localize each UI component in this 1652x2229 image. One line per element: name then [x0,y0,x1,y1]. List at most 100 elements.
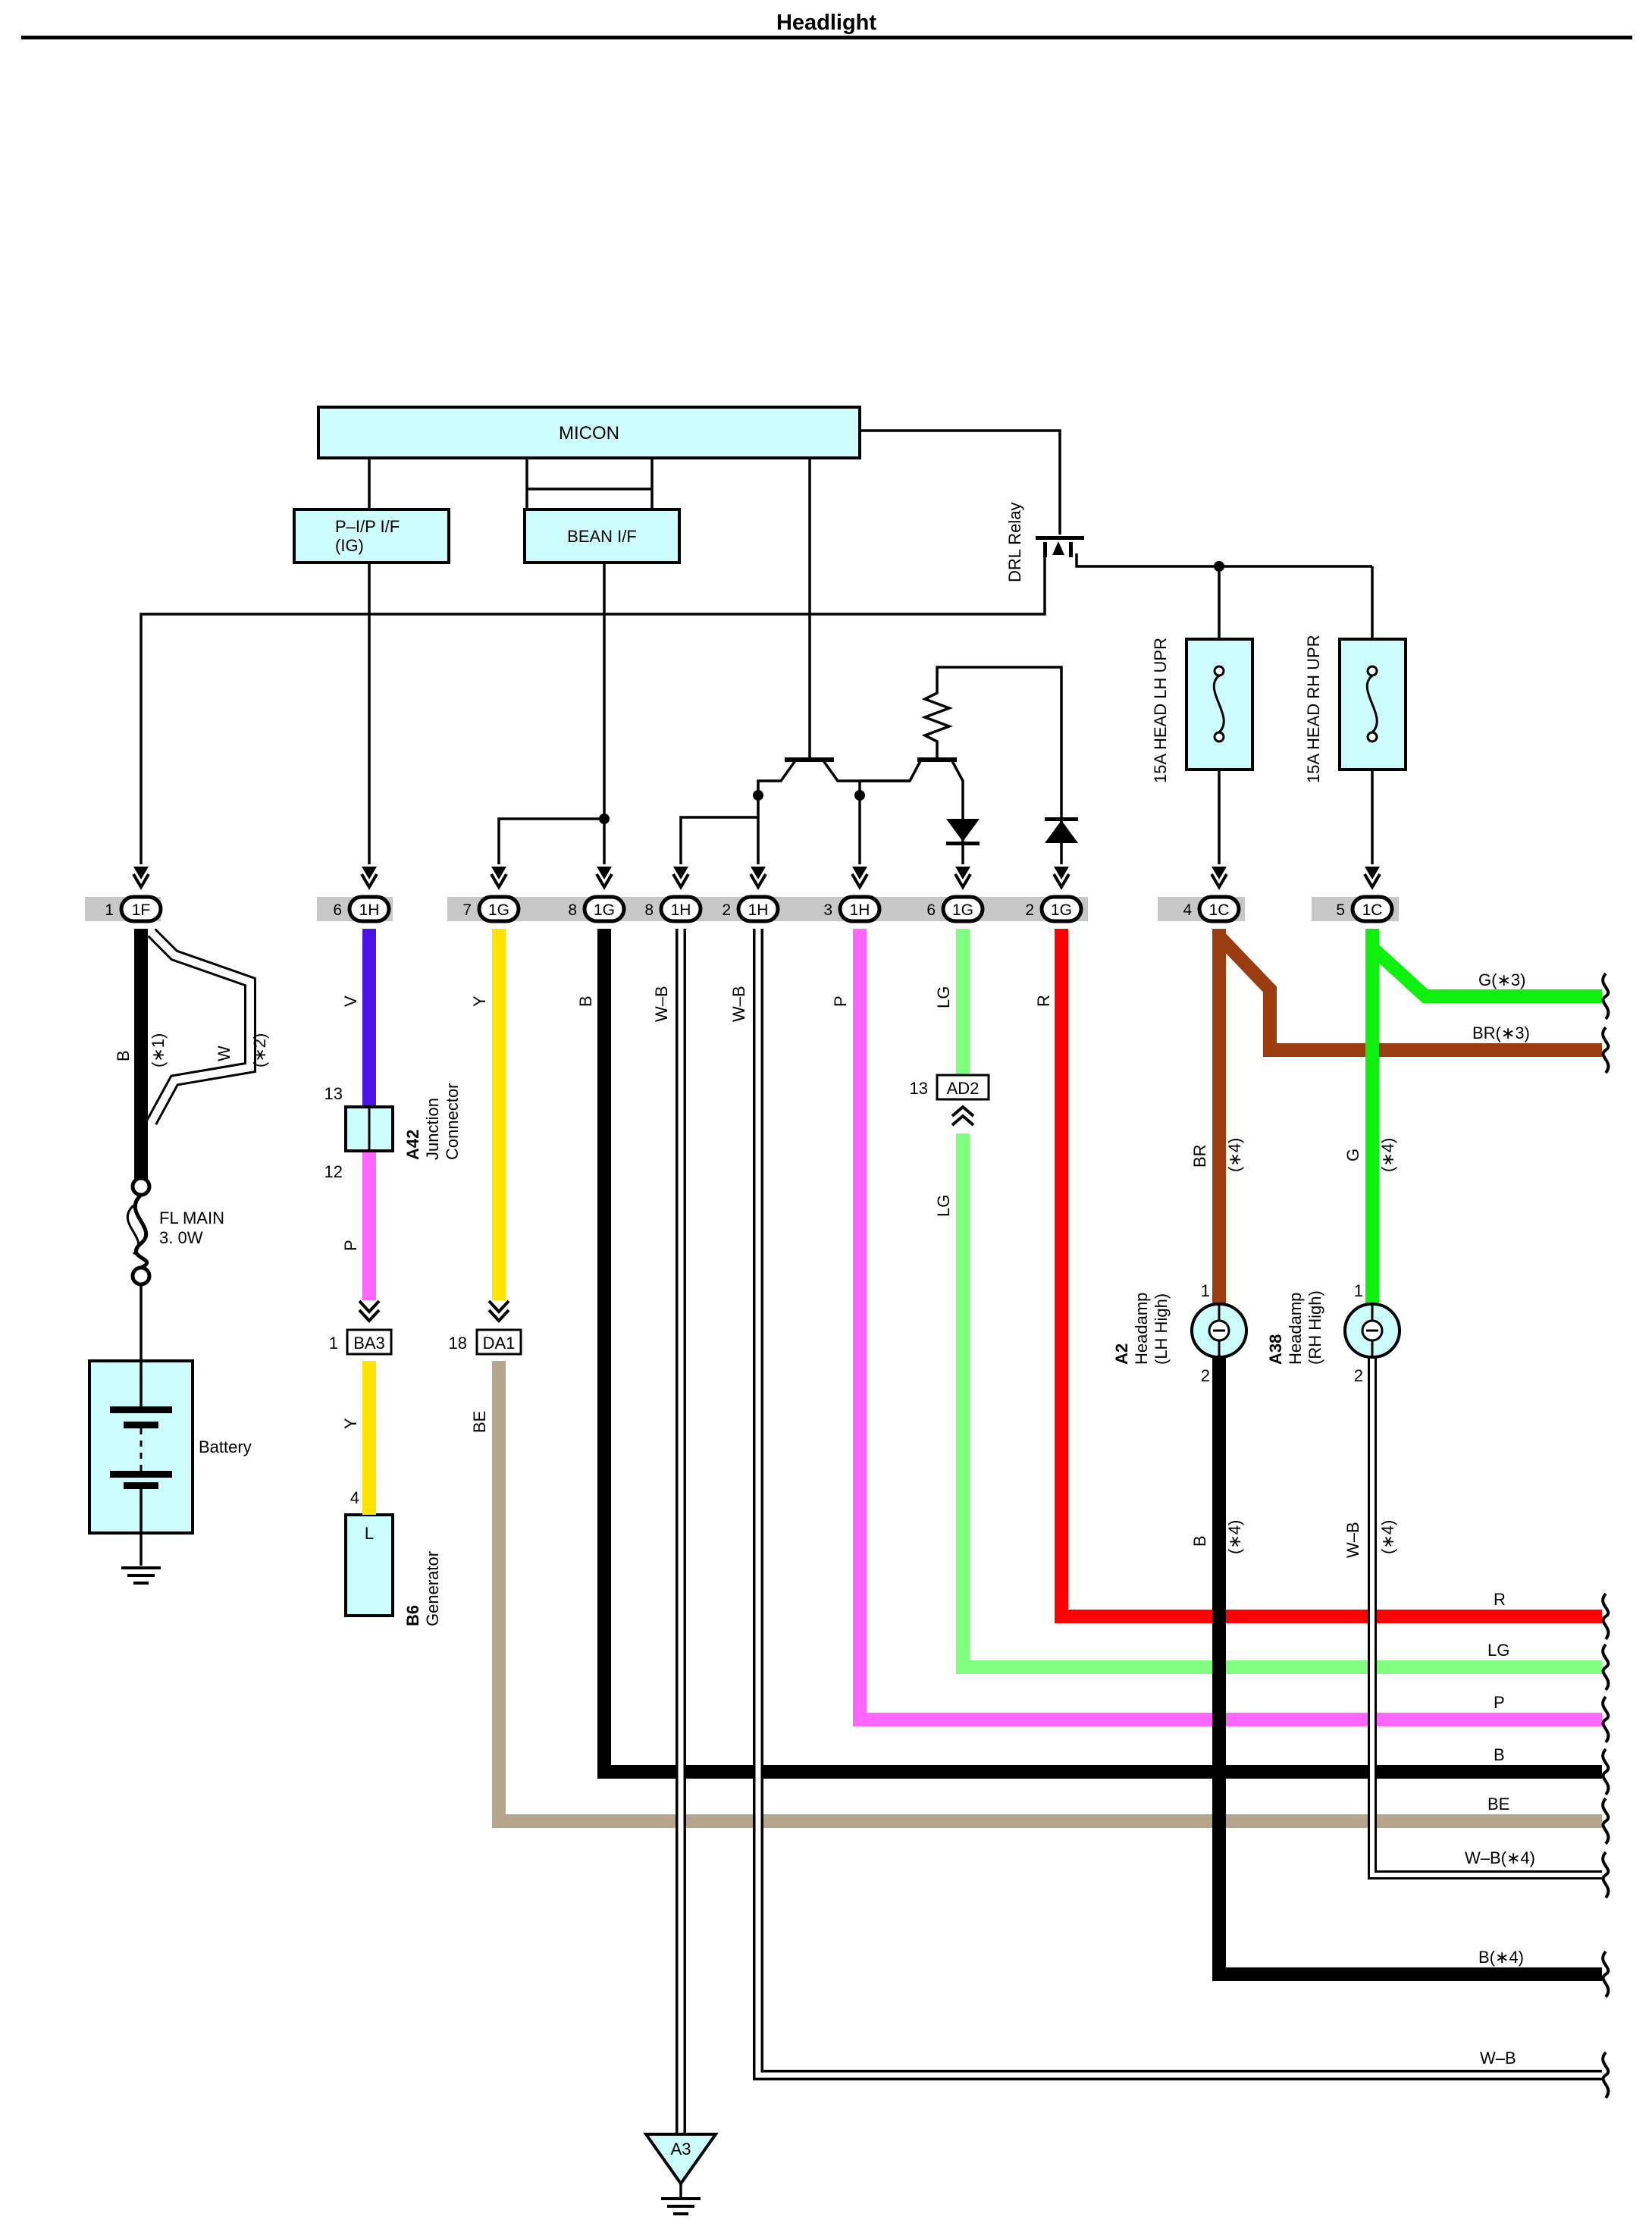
right-label-br3: BR(∗3) [1472,1024,1530,1042]
fuse-rh [1338,638,1407,771]
rh-line2: (RH High) [1306,1290,1324,1365]
lh-code: A2 [1112,1343,1131,1365]
wire-label-wb2: W–B [729,986,748,1022]
wire-label-lg: LG [934,986,953,1008]
connector-1g-pin-7: 1G 7 [462,867,521,923]
generator-terminal: L [365,1524,374,1543]
wire-break-squiggle [1601,2051,1610,2099]
colored-wires [134,928,1602,2134]
connector-id-label: 1C [1209,901,1230,919]
generator-name: Generator [423,1551,442,1626]
inline-connector-da1 [475,1299,522,1356]
wire-label-wb4: W–B [1343,1522,1362,1558]
pip-if-module [293,508,450,564]
lh-line1: Headamp [1132,1293,1151,1365]
connector-pin-label: 7 [462,901,472,919]
a42-line2: Connector [443,1083,462,1160]
connector-id-label: 1F [132,901,151,919]
title-rule [21,36,1632,39]
connector-pin-label: 8 [644,901,654,919]
wire-label-b: B [114,1050,133,1061]
pip-if-label-2: (IG) [335,536,364,555]
connector-1f-pin-1: 1F1 [105,867,163,923]
a42-code: A42 [403,1130,422,1160]
wire-label-w: W [215,1046,234,1061]
wire-label-lg2: LG [934,1195,953,1217]
ba3-label: BA3 [353,1334,385,1353]
connector-1h-pin-2: 1H2 [722,867,780,923]
connector-id-label: 1C [1362,901,1383,919]
connector-1c-pin-5: 1C 5 [1336,867,1394,923]
connector-pin-label: 6 [333,901,342,919]
inline-connector-ba3 [346,1299,393,1356]
rh-line1: Headamp [1286,1293,1305,1365]
fuse-rh-label: 15A HEAD RH UPR [1304,635,1323,783]
wire-label-wb4s: (∗4) [1378,1520,1397,1554]
connector-pin-label: 5 [1336,901,1345,919]
fuse-lh-label: 15A HEAD LH UPR [1151,638,1170,783]
connector-pin-label: 2 [1025,901,1034,919]
lh-pin1: 1 [1201,1281,1210,1300]
wire-label-y: Y [341,1418,360,1429]
battery [88,1359,194,1535]
headlamp-rh-a38 [1343,1303,1401,1359]
bean-if-label: BEAN I/F [567,527,637,546]
wire-break-squiggle [1601,1026,1610,1074]
wire-break-squiggle [1601,1950,1610,1999]
connector-pin-label: 6 [926,901,936,919]
right-label-b: B [1494,1745,1505,1764]
ground-a3-label: A3 [671,2140,691,2158]
connector-id-label: 1G [488,901,509,919]
wire-break-squiggle [1601,1851,1610,1899]
pip-if-label-1: P–I/P I/F [335,517,400,536]
right-label-wb: W–B [1480,2049,1516,2068]
right-label-b4: B(∗4) [1478,1948,1524,1967]
wire-label-r: R [1034,995,1053,1007]
connector-pin-label: 3 [823,901,832,919]
fl-main-fusible-link [126,1176,152,1287]
connector-id-label: 1G [1051,901,1072,919]
wire-break-squiggle [1601,1695,1610,1744]
a42-pin-12: 12 [324,1162,343,1181]
connector-pin-label: 8 [568,901,577,919]
wire-label-b4: B [1190,1535,1209,1547]
connector-pin-label: 4 [1183,901,1192,919]
wire-label-y2: Y [470,995,489,1007]
right-label-r: R [1494,1590,1506,1609]
wire-break-squiggle [1601,1797,1610,1845]
connector-1h-pin-3: 1H3 [823,867,882,923]
connector-id-label: 1H [359,901,380,919]
headlamp-lh-a2 [1190,1303,1248,1359]
a42-line1: Junction [423,1098,442,1160]
fuse-lh [1185,638,1254,771]
rh-code: A38 [1266,1334,1285,1365]
ad2-pin: 13 [910,1079,928,1098]
drl-relay-label: DRL Relay [1005,502,1024,582]
wire-label-p: P [341,1240,360,1251]
wire-label-g4s: (∗4) [1378,1138,1397,1172]
ba3-pin: 1 [329,1334,338,1353]
connector-1g-pin-6: 1G 6 [926,867,985,923]
ground-a3 [643,2133,719,2215]
wire-label-be: BE [470,1411,489,1433]
generator-code: B6 [403,1605,422,1626]
ad2-label: AD2 [947,1079,980,1098]
connector-id-label: 1G [952,901,973,919]
lh-pin2: 2 [1201,1366,1210,1385]
wire-label-g4: G [1343,1149,1362,1162]
wire-label-b2: B [576,995,595,1007]
connector-id-label: 1G [594,901,615,919]
right-label-g3: G(∗3) [1478,970,1525,989]
battery-ground-icon [121,1566,161,1585]
da1-label: DA1 [483,1334,516,1353]
micon-label: MICON [559,423,619,444]
wire-label-v: V [341,995,360,1007]
wire-break-squiggle [1601,1592,1610,1641]
wire-label-br4s: (∗4) [1225,1138,1244,1172]
wire-label-wb: W–B [652,986,671,1022]
wire-label-star2: (∗2) [250,1033,269,1067]
connector-1h-pin-8: 1H8 [644,867,703,923]
right-label-p: P [1494,1693,1505,1712]
